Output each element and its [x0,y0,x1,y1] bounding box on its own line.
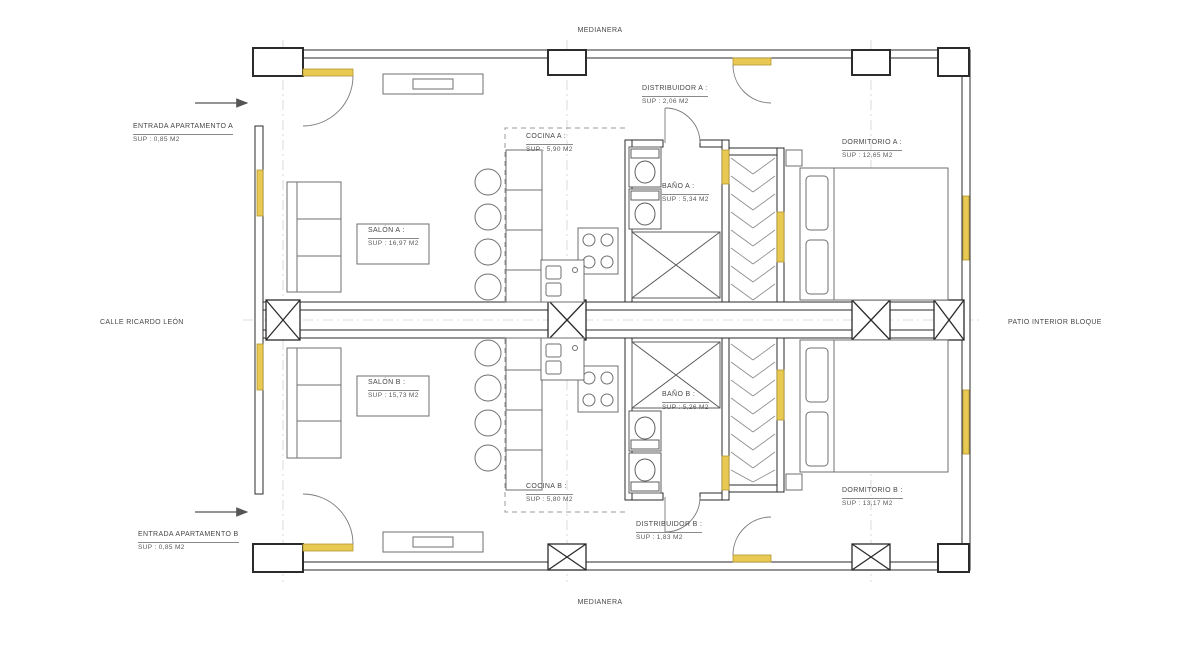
room-name: COCINA B : [526,482,573,495]
bano-a-fixtures [628,146,721,299]
room-name: SALÓN B : [368,378,419,391]
boundary-label: MEDIANERA [577,599,623,606]
bano-b-fixtures [628,341,721,494]
label-entrada-b: ENTRADA APARTAMENTO B SUP : 0,85 M2 [138,530,239,553]
room-area: SUP : 5,90 M2 [526,145,573,153]
cocina-b-furniture [505,337,619,491]
label-distribuidor-b: DISTRIBUIDOR B : SUP : 1,83 M2 [636,520,703,543]
room-area: SUP : 0,85 M2 [138,543,185,551]
room-area: SUP : 0,85 M2 [133,135,180,143]
room-name: DORMITORIO A : [842,138,903,151]
door-arcs [302,64,772,556]
room-name: DISTRIBUIDOR B : [636,520,703,533]
wardrobe-a-hatch [730,157,776,301]
room-area: SUP : 5,26 M2 [662,403,709,411]
room-name: DISTRIBUIDOR A : [642,84,708,97]
label-bano-b: BAÑO B : SUP : 5,26 M2 [662,390,709,413]
windows-and-door-leaves [256,57,970,563]
room-area: SUP : 15,73 M2 [368,391,419,399]
bed-b [785,339,949,491]
room-name: ENTRADA APARTAMENTO A [133,122,234,135]
label-entrada-a: ENTRADA APARTAMENTO A SUP : 0,85 M2 [133,122,234,145]
room-area: SUP : 5,80 M2 [526,495,573,503]
label-cocina-a: COCINA A : SUP : 5,90 M2 [526,132,573,155]
label-dormitorio-a: DORMITORIO A : SUP : 12,65 M2 [842,138,903,161]
room-area: SUP : 1,83 M2 [636,533,683,541]
salon-a-furniture [286,73,502,301]
label-medianera-bottom: MEDIANERA [578,598,623,610]
room-name: DORMITORIO B : [842,486,903,499]
label-salon-b: SALÓN B : SUP : 15,73 M2 [368,378,419,401]
patio-label: PATIO INTERIOR BLOQUE [1008,319,1102,326]
room-area: SUP : 12,65 M2 [842,151,893,159]
bed-a [785,149,949,301]
wardrobe-b-hatch [730,343,776,483]
boundary-label: MEDIANERA [577,27,623,34]
room-area: SUP : 16,97 M2 [368,239,419,247]
label-cocina-b: COCINA B : SUP : 5,80 M2 [526,482,573,505]
room-name: SALÓN A : [368,226,419,239]
label-calle: CALLE RICARDO LEÓN [100,318,184,330]
label-dormitorio-b: DORMITORIO B : SUP : 13,17 M2 [842,486,903,509]
room-name: BAÑO B : [662,390,709,403]
room-area: SUP : 13,17 M2 [842,499,893,507]
label-salon-a: SALÓN A : SUP : 16,97 M2 [368,226,419,249]
room-name: BAÑO A : [662,182,709,195]
room-name: ENTRADA APARTAMENTO B [138,530,239,543]
label-patio: PATIO INTERIOR BLOQUE [1008,318,1102,330]
kitchen-dashed-boundaries [504,127,625,513]
label-distribuidor-a: DISTRIBUIDOR A : SUP : 2,06 M2 [642,84,708,107]
street-label: CALLE RICARDO LEÓN [100,319,184,326]
label-medianera-top: MEDIANERA [578,26,623,38]
pillars [265,299,965,571]
room-name: COCINA A : [526,132,573,145]
corner-blocks [252,47,970,573]
label-bano-a: BAÑO A : SUP : 5,34 M2 [662,182,709,205]
salon-b-furniture [286,339,502,553]
cocina-a-furniture [505,149,619,303]
room-area: SUP : 2,06 M2 [642,97,689,105]
room-area: SUP : 5,34 M2 [662,195,709,203]
